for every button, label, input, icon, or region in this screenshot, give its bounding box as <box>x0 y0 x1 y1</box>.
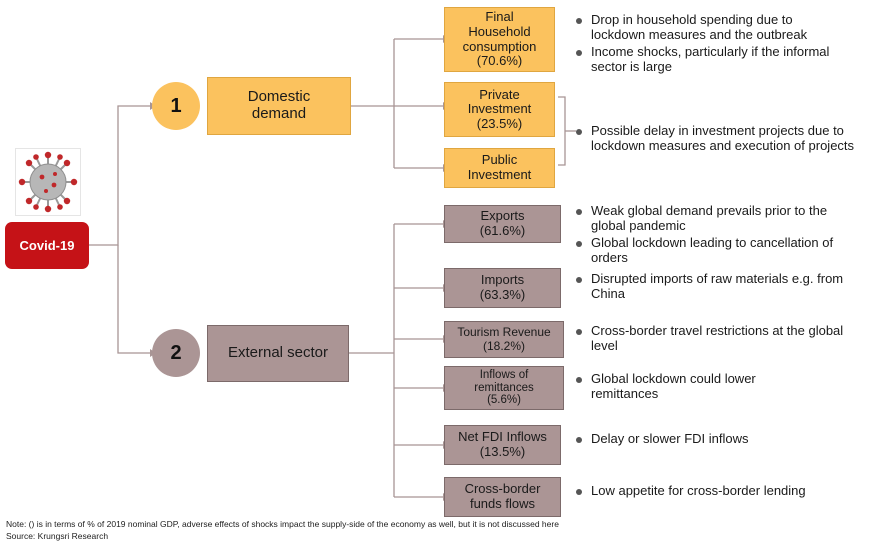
bullet-item: Global lockdown leading to cancellation … <box>576 235 856 265</box>
item-cross-border-funds: Cross-border funds flows <box>444 477 561 517</box>
item-net-fdi-inflows: Net FDI Inflows (13.5%) <box>444 425 561 465</box>
bullet-item: Income shocks, particularly if the infor… <box>576 44 846 74</box>
source-note: Source: Krungsri Research <box>6 531 109 541</box>
item-public-investment: Public Investment <box>444 148 555 188</box>
bullet-item: Possible delay in investment projects du… <box>576 123 861 153</box>
effects-fdi: Delay or slower FDI inflows <box>576 431 846 450</box>
effects-imports: Disrupted imports of raw materials e.g. … <box>576 271 846 304</box>
virus-icon <box>15 148 81 216</box>
effects-household: Drop in household spending due to lockdo… <box>576 12 846 77</box>
item-exports: Exports (61.6%) <box>444 205 561 243</box>
effects-investment: Possible delay in investment projects du… <box>576 123 861 156</box>
footnote: Note: () is in terms of % of 2019 nomina… <box>6 519 559 529</box>
item-household-consumption: Final Household consumption (70.6%) <box>444 7 555 72</box>
effects-remittances: Global lockdown could lower remittances <box>576 371 816 404</box>
item-tourism-revenue: Tourism Revenue (18.2%) <box>444 321 564 358</box>
bullet-item: Delay or slower FDI inflows <box>576 431 846 447</box>
item-private-investment: Private Investment (23.5%) <box>444 82 555 137</box>
bullet-item: Cross-border travel restrictions at the … <box>576 323 846 353</box>
covid-19-label: Covid-19 <box>5 222 89 269</box>
effects-exports: Weak global demand prevails prior to the… <box>576 203 856 268</box>
category-number-domestic: 1 <box>152 82 200 130</box>
bullet-item: Global lockdown could lower remittances <box>576 371 816 401</box>
bullet-item: Disrupted imports of raw materials e.g. … <box>576 271 846 301</box>
category-number-external: 2 <box>152 329 200 377</box>
item-imports: Imports (63.3%) <box>444 268 561 308</box>
bullet-item: Weak global demand prevails prior to the… <box>576 203 856 233</box>
effects-funds: Low appetite for cross-border lending <box>576 483 856 502</box>
bullet-item: Drop in household spending due to lockdo… <box>576 12 846 42</box>
item-remittances: Inflows of remittances (5.6%) <box>444 366 564 410</box>
bullet-item: Low appetite for cross-border lending <box>576 483 856 499</box>
category-external-sector: External sector <box>207 325 349 382</box>
category-domestic-demand: Domestic demand <box>207 77 351 135</box>
effects-tourism: Cross-border travel restrictions at the … <box>576 323 846 356</box>
